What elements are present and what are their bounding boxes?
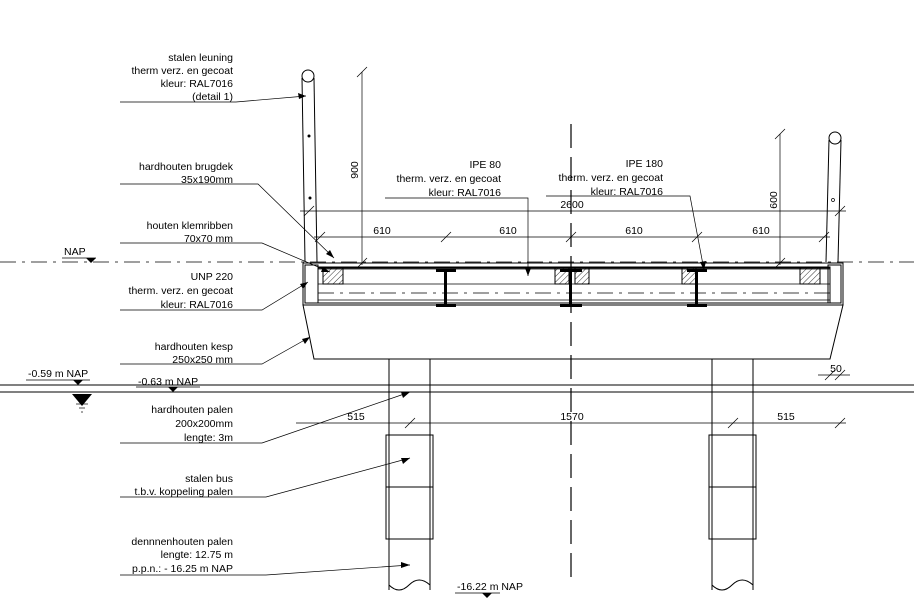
pine-piles-label-3: p.p.n.: - 16.25 m NAP [132, 563, 233, 575]
water-level-left-marker [26, 379, 92, 413]
dim-cap-offset [818, 369, 850, 381]
callout-hardwood-piles: hardhouten palen 200x200mm lengte: 3m [120, 391, 411, 444]
dim-pile-3: 515 [777, 411, 795, 423]
clamp-label-1: houten klemribben [147, 220, 234, 232]
nap-marker [62, 257, 96, 263]
dim-railing-right [774, 128, 786, 269]
ipe180-label-1: IPE 180 [626, 158, 664, 170]
railing-right [825, 131, 842, 263]
ipe-180-profiles [436, 269, 707, 307]
railing-label-1: stalen leuning [168, 52, 233, 64]
bottom-level-marker [455, 592, 500, 598]
dim-railing-left [356, 66, 368, 269]
clamp-label-2: 70x70 mm [184, 233, 233, 245]
water-level-left-label: -0.59 m NAP [28, 368, 88, 380]
hardwood-piles-label-3: lengte: 3m [184, 432, 233, 444]
unp-label-3: kleur: RAL7016 [161, 299, 234, 311]
hardwood-piles-label-2: 200x200mm [175, 418, 233, 430]
railing-label-4: (detail 1) [192, 91, 233, 103]
ipe80-label-3: kleur: RAL7016 [429, 187, 502, 199]
dim-deck-2: 610 [499, 225, 517, 237]
dim-cap-offset-text: 50 [830, 363, 842, 375]
ipe80-label-2: therm. verz. en gecoat [397, 173, 502, 185]
callout-ipe80: IPE 80 therm. verz. en gecoat kleur: RAL… [385, 159, 531, 276]
hardwood-cap-beam [302, 304, 844, 360]
callout-kesp: hardhouten kesp 250x250 mm [120, 336, 311, 366]
dim-total-width-text: 2600 [560, 199, 584, 211]
callout-clamp-ribs: houten klemribben 70x70 mm [120, 220, 331, 273]
steel-sleeve-label-2: t.b.v. koppeling palen [135, 486, 234, 498]
dim-railing-left-text: 900 [349, 161, 361, 179]
nap-label: NAP [64, 246, 86, 258]
callout-ipe180: IPE 180 therm. verz. en gecoat kleur: RA… [546, 158, 706, 271]
kesp-label-1: hardhouten kesp [155, 341, 233, 353]
railing-label-2: therm verz. en gecoat [131, 65, 233, 77]
deck-planks [318, 262, 830, 269]
dim-total-width [300, 205, 846, 217]
dim-deck-1: 610 [373, 225, 391, 237]
dim-pile-spacing [296, 417, 846, 429]
pile-right [708, 359, 757, 591]
dim-deck-spacing [314, 231, 830, 243]
dim-deck-4: 610 [752, 225, 770, 237]
dim-pile-1: 515 [347, 411, 365, 423]
railing-left [301, 69, 318, 263]
callout-railing: stalen leuning therm verz. en gecoat kle… [120, 52, 307, 103]
callout-pine-piles: dennnenhouten palen lengte: 12.75 m p.p.… [120, 536, 411, 576]
callout-steel-sleeve: stalen bus t.b.v. koppeling palen [120, 457, 411, 498]
unp-label-1: UNP 220 [191, 271, 234, 283]
kesp-label-2: 250x250 mm [172, 354, 233, 366]
deck-label-1: hardhouten brugdek [139, 161, 234, 173]
callout-unp: UNP 220 therm. verz. en gecoat kleur: RA… [120, 271, 309, 311]
bottom-level-label: -16.22 m NAP [457, 581, 523, 593]
dim-deck-3: 610 [625, 225, 643, 237]
ipe180-label-2: therm. verz. en gecoat [559, 172, 664, 184]
steel-sleeve-label-1: stalen bus [185, 473, 233, 485]
ipe180-label-3: kleur: RAL7016 [591, 186, 664, 198]
water-level-mid-marker [136, 386, 200, 392]
hardwood-piles-label-1: hardhouten palen [151, 404, 233, 416]
pile-left [385, 359, 434, 591]
dim-railing-right-text: 600 [768, 191, 780, 209]
dim-pile-2: 1570 [560, 411, 584, 423]
callout-deck: hardhouten brugdek 35x190mm [120, 161, 335, 259]
deck-label-2: 35x190mm [181, 174, 233, 186]
railing-label-3: kleur: RAL7016 [161, 78, 234, 90]
pine-piles-label-1: dennnenhouten palen [131, 536, 233, 548]
water-level-mid-label: -0.63 m NAP [138, 376, 198, 388]
unp-label-2: therm. verz. en gecoat [129, 285, 234, 297]
ipe80-label-1: IPE 80 [469, 159, 501, 171]
pine-piles-label-2: lengte: 12.75 m [161, 549, 234, 561]
